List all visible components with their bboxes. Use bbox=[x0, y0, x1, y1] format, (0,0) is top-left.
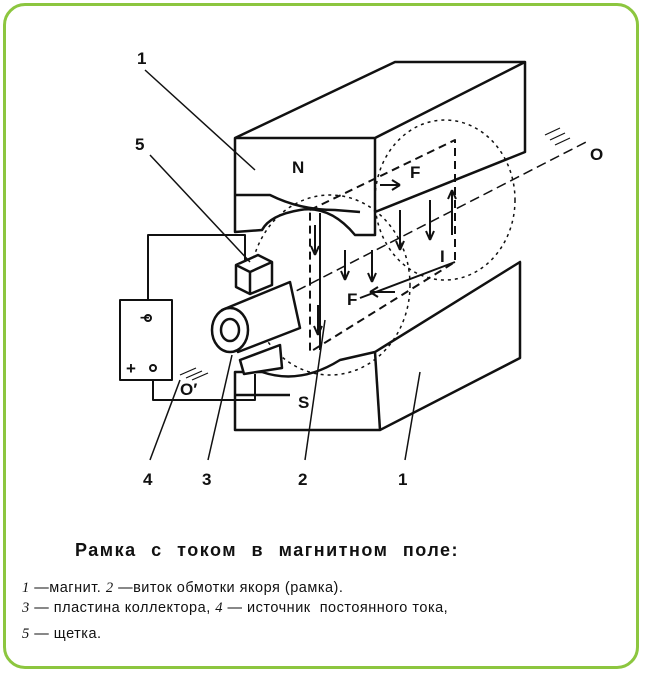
axis-label-o-prime: O′ bbox=[180, 380, 197, 399]
collector bbox=[210, 280, 302, 376]
pole-label-s: S bbox=[298, 393, 309, 412]
legend-num: 2 bbox=[105, 580, 114, 596]
callout-2: 2 bbox=[298, 470, 307, 489]
caption-line-3: 5 — щетка. bbox=[22, 626, 102, 643]
force-label-top: F bbox=[410, 163, 420, 182]
battery-plus: + bbox=[126, 359, 136, 378]
caption-title: Рамка с током в магнитном поле: bbox=[75, 540, 460, 560]
brush bbox=[234, 253, 274, 296]
battery-circuit bbox=[119, 127, 571, 401]
axis-label-o: O bbox=[590, 145, 603, 164]
pole-label-n: N bbox=[292, 158, 304, 177]
legend-text: —виток обмотки якоря (рамка). bbox=[113, 580, 344, 596]
legend-text: — пластина коллектора, bbox=[29, 600, 216, 616]
legend-num: 4 bbox=[215, 600, 223, 616]
legend-num: 1 bbox=[22, 580, 30, 596]
magnet-north bbox=[233, 60, 527, 237]
force-label-bottom: F bbox=[347, 290, 357, 309]
legend-text: — источник постоянного тока, bbox=[223, 600, 449, 616]
leader-lines bbox=[144, 69, 421, 461]
callout-3: 3 bbox=[202, 470, 211, 489]
green-border-frame bbox=[3, 3, 639, 669]
legend-num: 3 bbox=[22, 600, 30, 616]
callout-1-bottom: 1 bbox=[398, 470, 407, 489]
callout-5: 5 bbox=[135, 135, 144, 154]
magnet-south bbox=[233, 260, 522, 432]
caption-line-2: 3 — пластина коллектора, 4 — источник по… bbox=[22, 600, 448, 617]
callout-4: 4 bbox=[143, 470, 153, 489]
current-label: I bbox=[440, 247, 445, 266]
legend-text: — щетка. bbox=[29, 626, 102, 642]
battery-minus: – bbox=[140, 307, 149, 326]
armature-loop bbox=[229, 119, 591, 376]
legend-text: —магнит. bbox=[29, 580, 106, 596]
callout-1-top: 1 bbox=[137, 49, 146, 68]
caption-line-1: 1 —магнит. 2 —виток обмотки якоря (рамка… bbox=[22, 580, 343, 597]
legend-num: 5 bbox=[22, 626, 30, 642]
